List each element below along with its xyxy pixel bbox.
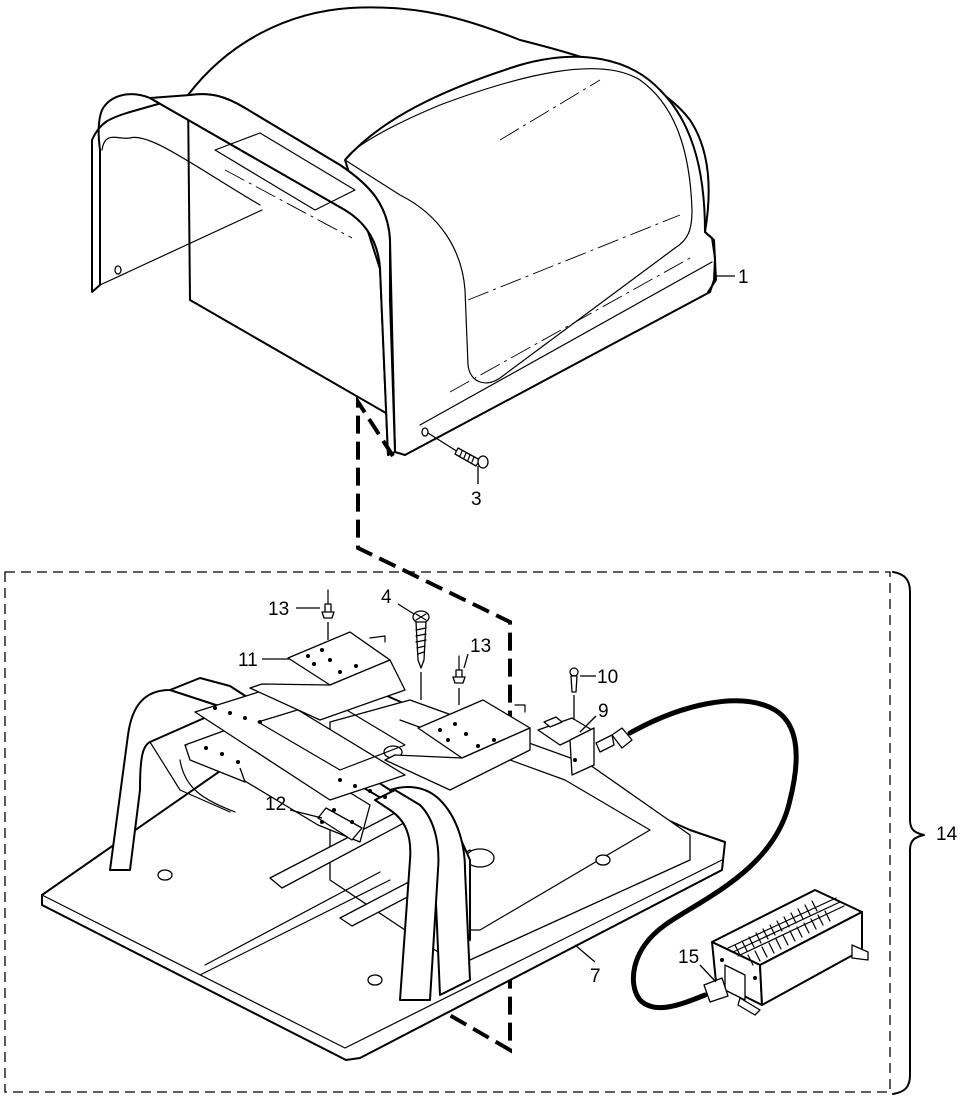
cable-assembly xyxy=(595,698,799,1011)
callout-13-left: 13 xyxy=(268,599,289,620)
screw-10 xyxy=(569,667,579,720)
screw-4 xyxy=(412,610,430,700)
callout-12: 12 xyxy=(265,794,286,815)
bracket-right xyxy=(384,699,531,791)
alignment-line xyxy=(356,395,512,1054)
callout-11: 11 xyxy=(238,650,258,671)
assembly-boundary xyxy=(4,571,891,1093)
rivet-13-right xyxy=(452,655,466,705)
rivet-13-left xyxy=(321,589,335,640)
right-frame xyxy=(374,786,471,1001)
callout-15: 15 xyxy=(678,947,699,968)
callout-3: 3 xyxy=(471,489,482,510)
screw-3 xyxy=(427,432,489,469)
callout-4: 4 xyxy=(381,587,392,608)
connector-board-9 xyxy=(537,716,595,776)
assembly-bracket xyxy=(892,571,925,1095)
frame-top-straps xyxy=(194,689,406,801)
callout-1: 1 xyxy=(738,267,749,288)
callout-7: 7 xyxy=(590,966,601,987)
power-supply-15 xyxy=(703,889,869,1016)
callout-9: 9 xyxy=(598,701,609,722)
cover-housing xyxy=(91,6,717,456)
callout-10: 10 xyxy=(597,667,618,688)
callout-14: 14 xyxy=(936,824,958,845)
bracket-11 xyxy=(249,631,406,721)
callout-13-right: 13 xyxy=(470,636,491,657)
